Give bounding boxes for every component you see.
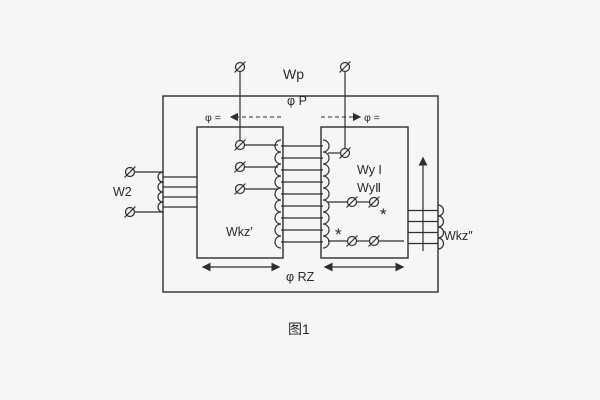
left-window-tap-lines: [244, 144, 278, 190]
primary-winding-coil: [274, 139, 330, 249]
primary-leads: [239, 71, 346, 149]
terminal-icon: [123, 165, 137, 179]
terminal-icon: [123, 205, 137, 219]
terminal-icon: [367, 195, 381, 209]
label-w2: W2: [113, 185, 132, 199]
label-phi-eq-right: φ =: [364, 112, 380, 124]
label-wp: Wp: [283, 66, 304, 82]
label-wy-1: Wy I: [357, 163, 382, 177]
polarity-star-2: *: [335, 225, 342, 244]
polarity-star-1: *: [380, 205, 387, 224]
label-wy-2: WyⅡ: [357, 181, 381, 195]
figure-caption: 图1: [288, 321, 310, 337]
terminal-icon: [233, 60, 247, 74]
terminal-icon: [233, 160, 247, 174]
terminal-icon: [338, 146, 352, 160]
terminal-icon: [233, 182, 247, 196]
right-window-tap-lines: [328, 152, 404, 242]
label-wkz-prime: Wkz′: [226, 225, 253, 239]
terminal-icon: [367, 234, 381, 248]
terminal-icon: [338, 60, 352, 74]
terminal-icon: [345, 195, 359, 209]
label-phi-p: φ P: [287, 94, 307, 108]
terminal-icon: [345, 234, 359, 248]
label-wkz-double-prime: Wkz″: [444, 229, 473, 243]
label-phi-rz: φ RZ: [286, 270, 315, 284]
w2-winding-coil: [134, 171, 197, 213]
core-window-right: [320, 126, 409, 259]
core-outline: [162, 95, 439, 293]
label-phi-eq-left: φ =: [205, 112, 221, 124]
terminal-icon: [233, 138, 247, 152]
